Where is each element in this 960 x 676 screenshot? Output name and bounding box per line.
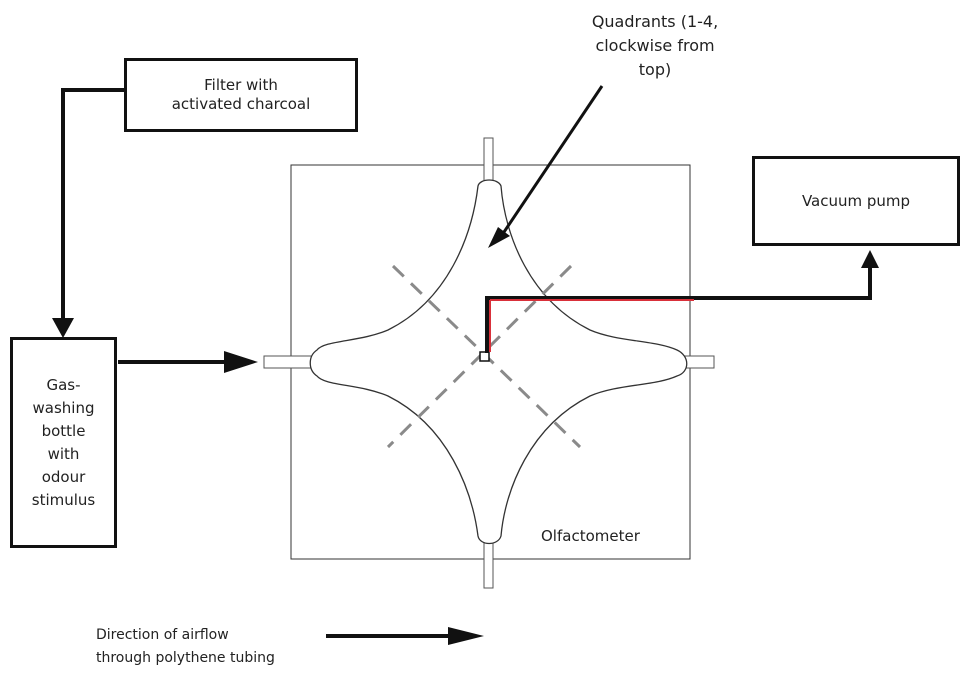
quadrants-pointer-arrowhead bbox=[488, 227, 510, 248]
filter-to-bottle-line bbox=[61, 88, 126, 325]
filter-box: Filter with activated charcoal bbox=[124, 58, 358, 132]
olfactometer-label: Olfactometer bbox=[541, 527, 640, 545]
bottle-to-olfactometer-arrowhead bbox=[224, 351, 258, 373]
bottom-port bbox=[483, 541, 494, 589]
legend-airflow-arrowhead bbox=[448, 627, 484, 645]
quadrants-pointer-line bbox=[498, 85, 604, 239]
quadrants-label: Quadrants (1-4, clockwise from top) bbox=[591, 12, 719, 79]
left-port bbox=[263, 355, 317, 369]
gas-washing-bottle-box: Gas- washing bottle with odour stimulus bbox=[10, 337, 117, 548]
filter-to-bottle-arrowhead bbox=[52, 318, 74, 338]
gas-washing-bottle-label: Gas- washing bottle with odour stimulus bbox=[31, 375, 96, 509]
vacuum-tube-line bbox=[485, 255, 872, 353]
star-arena bbox=[309, 179, 688, 545]
top-port bbox=[483, 137, 494, 184]
filter-label: Filter with activated charcoal bbox=[171, 76, 311, 113]
center-port bbox=[479, 351, 490, 362]
airflow-legend-label: Direction of airflow through polythene t… bbox=[96, 627, 275, 666]
vacuum-arrowhead bbox=[861, 250, 879, 268]
vacuum-pump-label: Vacuum pump bbox=[801, 191, 911, 210]
vacuum-pump-box: Vacuum pump bbox=[752, 156, 960, 246]
